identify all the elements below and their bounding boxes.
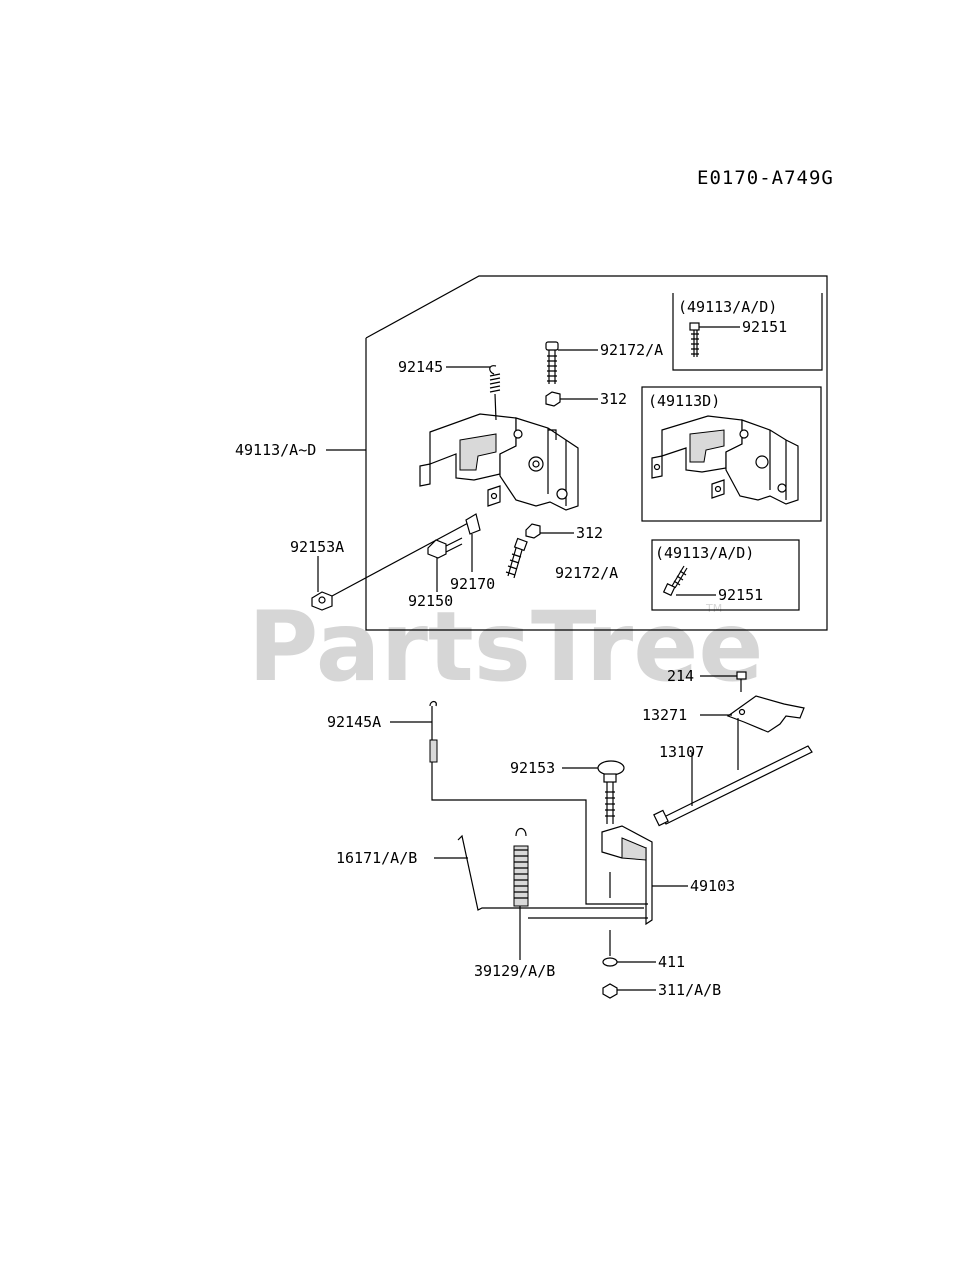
part-labels: 92172/A 92145 312 49113/A~D 92151 92153A…: [235, 318, 787, 999]
watermark-trademark: TM: [705, 602, 722, 615]
label-92170: 92170: [450, 575, 495, 593]
nut-312-top-part: [545, 391, 561, 407]
governor-bracket-main: [419, 413, 579, 511]
inset-mid-label: (49113D): [648, 392, 720, 410]
label-13271: 13271: [642, 706, 687, 724]
label-92153a: 92153A: [290, 538, 344, 556]
label-311: 311/A/B: [658, 981, 721, 999]
bolt-92150-part: [427, 537, 463, 592]
spring-39129-part: [513, 827, 648, 960]
spring-92145-part: [489, 365, 501, 421]
diagram-code: E0170-A749G: [697, 167, 834, 189]
label-92145a: 92145A: [327, 713, 381, 731]
assembly-outline: [365, 275, 828, 631]
bolt-92151-top-part: [689, 322, 700, 357]
bolt-92172a-bottom-part: [505, 537, 528, 579]
bolt-92153-part: [597, 760, 625, 824]
lever-49103-part: [601, 825, 653, 926]
label-92153: 92153: [510, 759, 555, 777]
label-312-bottom: 312: [576, 524, 603, 542]
label-92145: 92145: [398, 358, 443, 376]
governor-bracket-variant-d: [651, 415, 799, 505]
shaft-13107-part: [653, 745, 813, 827]
label-92172a-bottom: 92172/A: [555, 564, 618, 582]
nut-312-bottom-part: [525, 523, 541, 539]
bolt-92153a-part: [311, 591, 333, 611]
label-92150: 92150: [408, 592, 453, 610]
nut-311-part: [602, 983, 618, 999]
label-49103: 49103: [690, 877, 735, 895]
inset-bottom-label: (49113/A/D): [655, 544, 754, 562]
inset-top-label: (49113/A/D): [678, 298, 777, 316]
label-92151-bottom: 92151: [718, 586, 763, 604]
label-39129: 39129/A/B: [474, 962, 555, 980]
label-13107: 13107: [659, 743, 704, 761]
inset-box-mid: (49113D): [641, 386, 822, 522]
rod-16171-part: [457, 834, 644, 911]
inset-box-bottom: (49113/A/D): [651, 539, 800, 611]
label-312-top: 312: [600, 390, 627, 408]
label-16171: 16171/A/B: [336, 849, 417, 867]
label-92172a-top: 92172/A: [600, 341, 663, 359]
inset-box-top: (49113/A/D): [672, 293, 823, 371]
label-92151-top: 92151: [742, 318, 787, 336]
plate-13271-part: [726, 695, 805, 770]
label-214: 214: [667, 667, 694, 685]
bolt-92151-bottom-part: [662, 565, 688, 597]
clip-92170-part: [465, 513, 481, 572]
bolt-92172a-top-part: [545, 341, 559, 384]
label-49113: 49113/A~D: [235, 441, 316, 459]
washer-411-part: [602, 930, 618, 967]
spring-92145a-part: [429, 700, 648, 905]
label-411: 411: [658, 953, 685, 971]
